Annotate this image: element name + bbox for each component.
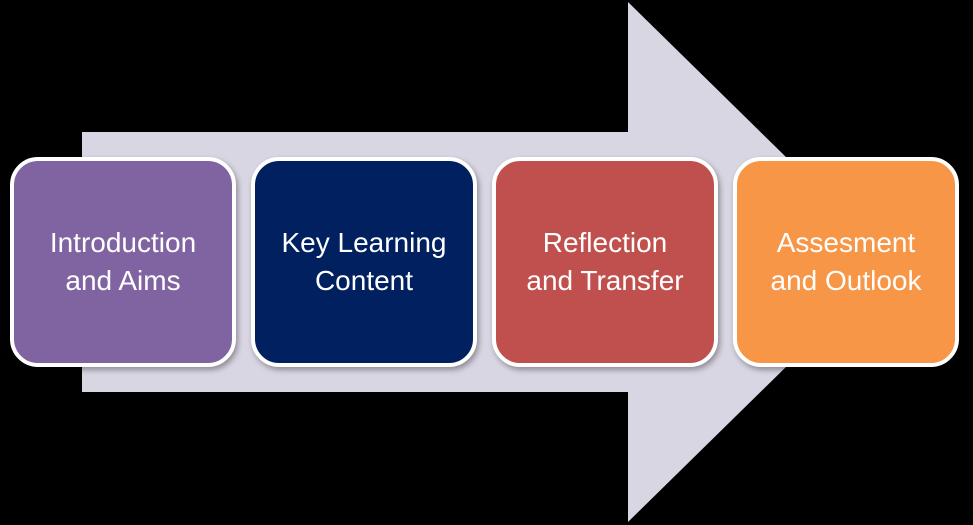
- step-assesment-and-outlook: Assesment and Outlook: [733, 157, 959, 367]
- step-introduction-and-aims: Introduction and Aims: [10, 157, 236, 367]
- arrow-shape: [82, 2, 893, 522]
- step-reflection-and-transfer: Reflection and Transfer: [492, 157, 718, 367]
- step-key-learning-content: Key Learning Content: [251, 157, 477, 367]
- step-label: Key Learning Content: [281, 227, 447, 296]
- step-label: Assesment and Outlook: [770, 227, 922, 296]
- step-label: Reflection and Transfer: [526, 227, 684, 296]
- step-label: Introduction and Aims: [49, 227, 197, 296]
